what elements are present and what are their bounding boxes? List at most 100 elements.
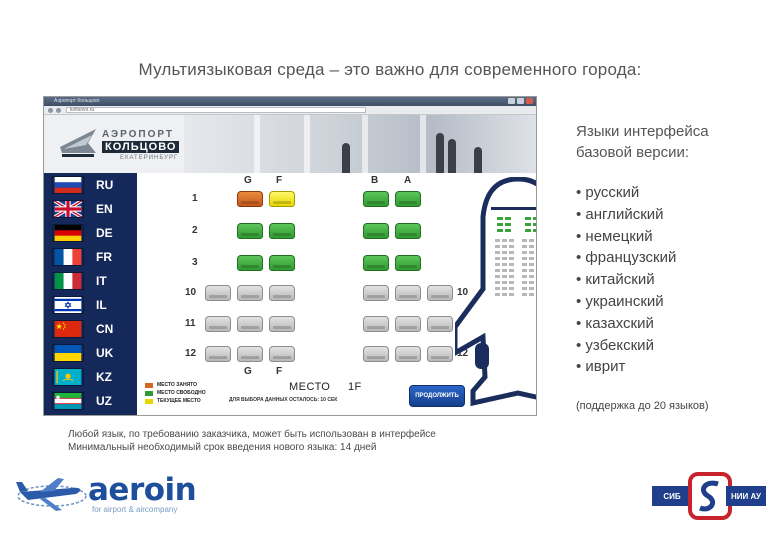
continue-button[interactable]: ПРОДОЛЖИТЬ — [409, 385, 465, 407]
seat-11[interactable] — [269, 316, 295, 332]
minimize-button[interactable] — [508, 98, 515, 104]
seat-10[interactable] — [427, 285, 453, 301]
window-title: Аэропорт Кольцово — [54, 98, 100, 104]
legend-label: МЕСТО ЗАНЯТО — [157, 382, 197, 388]
row-number: 3 — [192, 257, 198, 268]
seat-11[interactable] — [427, 316, 453, 332]
forward-icon[interactable] — [56, 108, 61, 113]
seat-1g[interactable] — [237, 191, 263, 207]
seat-11[interactable] — [363, 316, 389, 332]
language-item-en[interactable]: EN — [52, 198, 137, 220]
maximize-button[interactable] — [517, 98, 524, 104]
airport-banner: АЭРОПОРТ КОЛЬЦОВО ЕКАТЕРИНБУРГ — [44, 115, 536, 173]
logo-city: ЕКАТЕРИНБУРГ — [120, 155, 179, 161]
language-item-il[interactable]: IL — [52, 294, 137, 316]
seat-3a[interactable] — [395, 255, 421, 271]
list-item: • украинский — [576, 292, 664, 310]
row-number: 11 — [185, 318, 196, 329]
seat-3f[interactable] — [269, 255, 295, 271]
seat-12[interactable] — [205, 346, 231, 362]
ukraine-flag-icon — [52, 344, 84, 362]
seat-10[interactable] — [395, 285, 421, 301]
timer-note: ДЛЯ ВЫБОРА ДАННЫХ ОСТАЛОСЬ: 10 СЕК — [229, 397, 338, 403]
seat-12[interactable] — [363, 346, 389, 362]
list-item: • узбекский — [576, 336, 654, 354]
seat-11[interactable] — [205, 316, 231, 332]
photo-beam — [254, 115, 260, 173]
language-item-de[interactable]: DE — [52, 222, 137, 244]
language-code: KZ — [96, 370, 112, 384]
footnotes: Любой язык, по требованию заказчика, мож… — [68, 428, 436, 454]
seat-10[interactable] — [205, 285, 231, 301]
seat-3g[interactable] — [237, 255, 263, 271]
logo-line1: АЭРОПОРТ — [102, 129, 175, 140]
language-item-uz[interactable]: UZ — [52, 390, 137, 412]
seat-1a[interactable] — [395, 191, 421, 207]
language-item-it[interactable]: IT — [52, 270, 137, 292]
photo-person — [436, 133, 444, 173]
language-code: EN — [96, 202, 113, 216]
seat-11[interactable] — [395, 316, 421, 332]
seat-2a[interactable] — [395, 223, 421, 239]
back-icon[interactable] — [48, 108, 53, 113]
column-letter: A — [404, 175, 412, 186]
row-number: 10 — [185, 287, 197, 298]
language-code: IT — [96, 274, 107, 288]
seat-12[interactable] — [395, 346, 421, 362]
airport-logo-icon — [60, 129, 96, 157]
seat-12[interactable] — [269, 346, 295, 362]
seat-1b[interactable] — [363, 191, 389, 207]
column-letter: B — [371, 175, 379, 186]
list-item: • немецкий — [576, 227, 653, 245]
seat-10[interactable] — [363, 285, 389, 301]
seat-2g[interactable] — [237, 223, 263, 239]
photo-beam — [420, 115, 426, 173]
window-controls — [508, 98, 533, 104]
sibniiau-logo: СИБ НИИ АУ — [652, 472, 766, 522]
kiosk-screenshot: Аэропорт Кольцово koltsovo.ru А — [43, 96, 537, 416]
niiau-label: НИИ АУ — [726, 486, 766, 506]
list-item: • французский — [576, 249, 677, 267]
airplane-logo-icon — [16, 478, 87, 511]
seat-12[interactable] — [427, 346, 453, 362]
row-number: 10 — [457, 287, 469, 298]
row-number: 12 — [185, 348, 197, 359]
language-item-fr[interactable]: FR — [52, 246, 137, 268]
aeroin-wordmark: aeroin — [88, 472, 197, 508]
seat-1f[interactable] — [269, 191, 295, 207]
sib-label: СИБ — [652, 486, 692, 506]
row-number: 1 — [192, 193, 198, 204]
kazakhstan-flag-icon — [52, 368, 84, 386]
language-item-uk[interactable]: UK — [52, 342, 137, 364]
column-letter: G — [244, 175, 252, 186]
list-item: • китайский — [576, 271, 655, 289]
language-item-cn[interactable]: CN — [52, 318, 137, 340]
url-field[interactable]: koltsovo.ru — [66, 107, 366, 113]
seat-2b[interactable] — [363, 223, 389, 239]
aeroin-tagline: for airport & aircompany — [92, 505, 178, 514]
russia-flag-icon — [52, 176, 84, 194]
legend-label: МЕСТО СВОБОДНО — [157, 390, 206, 396]
legend-item: МЕСТО СВОБОДНО — [145, 389, 206, 397]
seat-12[interactable] — [237, 346, 263, 362]
language-item-kz[interactable]: KZ — [52, 366, 137, 388]
slide-title: Мультиязыковая среда – это важно для сов… — [138, 60, 642, 79]
legend-swatch — [145, 390, 153, 396]
language-code: FR — [96, 250, 112, 264]
seat-legend: МЕСТО ЗАНЯТО МЕСТО СВОБОДНО ТЕКУЩЕЕ МЕСТ… — [145, 381, 206, 405]
browser-titlebar: Аэропорт Кольцово — [44, 97, 536, 106]
list-item: • иврит — [576, 358, 626, 376]
seat-3b[interactable] — [363, 255, 389, 271]
airport-logo: АЭРОПОРТ КОЛЬЦОВО ЕКАТЕРИНБУРГ — [58, 123, 208, 165]
airplane-icon — [455, 177, 536, 407]
legend-swatch — [145, 398, 153, 404]
seat-2f[interactable] — [269, 223, 295, 239]
language-item-ru[interactable]: RU — [52, 174, 137, 196]
legend-item: МЕСТО ЗАНЯТО — [145, 381, 206, 389]
close-button[interactable] — [526, 98, 533, 104]
seat-10[interactable] — [237, 285, 263, 301]
photo-beam — [362, 115, 368, 173]
seat-11[interactable] — [237, 316, 263, 332]
seat-10[interactable] — [269, 285, 295, 301]
footnote-line: Любой язык, по требованию заказчика, мож… — [68, 429, 436, 440]
